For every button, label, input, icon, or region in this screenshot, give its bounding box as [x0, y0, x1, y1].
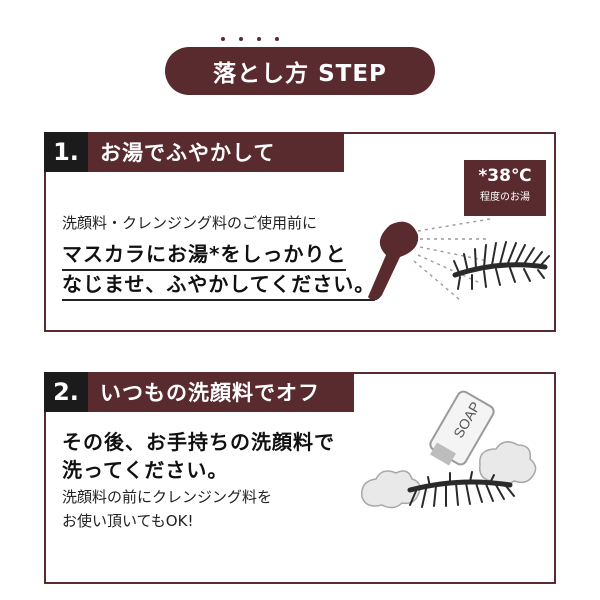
step-2-line-2: 洗ってください。: [62, 458, 229, 482]
soap-foam-lash-illustration: SOAP: [361, 390, 537, 509]
temperature-note: 程度のお湯: [480, 192, 530, 203]
page-title-text: 落とし方 STEP: [213, 61, 387, 87]
step-1-card: 1. お湯でふやかして: [44, 132, 556, 332]
shower-lash-illustration: [368, 218, 550, 301]
step-2-title: いつもの洗顔料でオフ: [100, 381, 320, 405]
step-2-line-1: その後、お手持ちの洗顔料で: [62, 430, 335, 454]
step-1-title: お湯でふやかして: [100, 141, 276, 165]
step-1-line-1: 洗顔料・クレンジング料のご使用前に: [62, 214, 318, 232]
step-1-number: 1.: [44, 132, 88, 172]
step-2-header: 2. いつもの洗顔料でオフ: [44, 372, 354, 412]
step-1-line-2: マスカラにお湯*をしっかりと: [62, 238, 347, 271]
eyelash-icon: [407, 471, 515, 508]
page-title: 落とし方 STEP: [165, 47, 435, 95]
shower-head-icon: [368, 221, 419, 301]
title-emphasis-dots: [221, 37, 279, 41]
step-2-line-3: 洗顔料の前にクレンジング料を: [62, 488, 273, 506]
eyelash-icon: [452, 241, 550, 290]
temperature-value: *38℃: [478, 166, 532, 186]
soap-tube-icon: SOAP: [429, 390, 495, 466]
temperature-badge: *38℃ 程度のお湯: [464, 160, 546, 216]
step-2-card: 2. いつもの洗顔料でオフ: [44, 372, 556, 584]
step-2-number: 2.: [44, 372, 88, 412]
step-1-header: 1. お湯でふやかして: [44, 132, 344, 172]
step-1-line-3: なじませ、ふやかしてください。: [62, 268, 376, 301]
water-spray-icon: [413, 218, 491, 301]
step-2-line-4: お使い頂いてもOK!: [62, 512, 194, 530]
